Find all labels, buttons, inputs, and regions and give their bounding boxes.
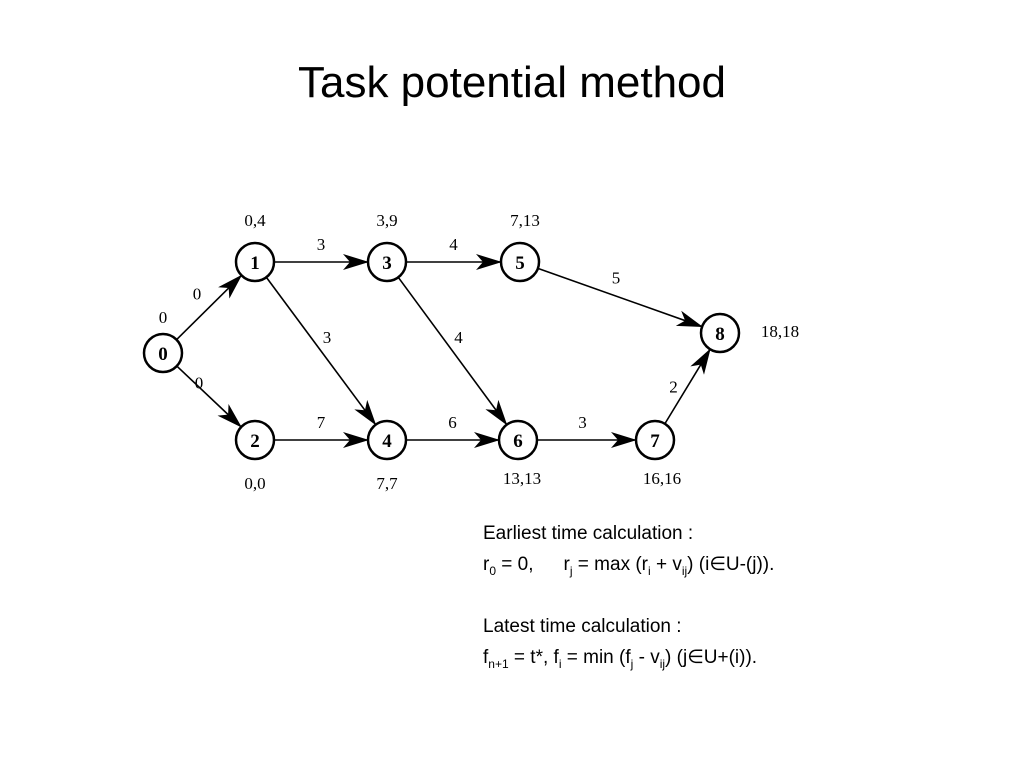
node-5: 57,13 [499,211,541,283]
latest-heading: Latest time calculation : [483,616,682,637]
edge-7-8: 2 [664,348,711,425]
edge-weight: 3 [317,235,326,254]
edge-1-4: 3 [265,276,377,426]
node-6: 613,13 [497,419,541,488]
node-circle [634,419,676,461]
edge-weight: 2 [669,378,678,397]
edge-arrow [397,276,508,426]
formula-sub: n+1 [488,656,509,671]
formula-sub: i [558,656,562,671]
node-circle [366,419,408,461]
formula-sub: 0 [489,563,497,578]
edge-weight: 3 [578,413,587,432]
formula-sub: j [630,656,634,671]
edge-1-3: 3 [274,235,369,270]
edge-0-1: 0 [175,274,243,341]
node-time-label: 3,9 [376,211,397,230]
edge-weight: 5 [612,269,621,288]
node-time-label: 0,0 [244,474,265,493]
node-time-label: 18,18 [761,322,799,341]
formula-part: + v [650,554,682,575]
edge-3-6: 4 [397,276,508,426]
formula-sub: j [569,563,573,578]
formula-part: ) (j∈U+(i)). [665,647,758,668]
edge-weight: 3 [323,328,332,347]
node-time-label: 13,13 [503,469,541,488]
node-2: 20,0 [234,419,276,493]
slide-title: Task potential method [297,58,727,107]
node-circle [699,312,741,354]
node-time-label: 7,13 [510,211,540,230]
formula-part: = 0, [496,554,534,575]
node-time-label: 0,4 [244,211,266,230]
node-7: 716,16 [634,419,681,488]
formula-part: r [483,554,490,575]
node-label: 8 [715,324,725,345]
node-time-label: 0 [159,308,168,327]
node-circle [366,241,408,283]
edge-arrow [176,365,242,428]
node-3: 33,9 [366,211,408,283]
node-label: 6 [513,431,523,452]
node-4: 47,7 [366,419,408,493]
node-time-label: 7,7 [376,474,398,493]
edge-weight: 7 [317,413,326,432]
earliest-heading: Earliest time calculation : [483,523,694,544]
edge-arrow [265,276,377,426]
latest-formula: fn+1 = t*, fi = min (fj - vij) (j∈U+(i))… [483,642,983,673]
edge-2-4: 7 [274,413,369,448]
edge-weight: 6 [448,413,457,432]
edge-arrow [175,274,243,341]
node-label: 7 [650,431,660,452]
edge-6-7: 3 [537,413,637,448]
edge-3-5: 4 [406,235,502,270]
node-1: 10,4 [234,211,276,283]
node-circle [234,241,276,283]
formula-part: f [483,647,489,668]
node-label: 3 [382,253,392,274]
formula-sub: i [648,563,651,578]
node-circle [497,419,539,461]
edge-arrow [664,348,711,425]
formula-part: = t*, f [508,647,559,668]
edge-weight: 4 [454,328,463,347]
node-0: 00 [142,308,184,374]
formula-sub: ij [681,563,688,578]
node-label: 4 [382,431,392,452]
node-label: 5 [515,253,525,274]
formula-sub: ij [659,656,666,671]
edge-arrow [537,267,704,328]
edge-0-2: 0 [176,365,242,428]
edge-weight: 0 [195,374,204,393]
formula-part: - v [633,647,660,668]
edge-4-6: 6 [406,413,500,448]
edge-5-8: 5 [537,267,704,328]
formula-part: r [563,554,570,575]
node-time-label: 16,16 [643,469,681,488]
node-label: 2 [250,431,260,452]
edge-weight: 4 [449,235,458,254]
formula-part: ) (i∈U-(j)). [687,554,775,575]
formulas-block: Earliest time calculation : r0 = 0,rj = … [483,518,983,673]
earliest-formula: r0 = 0,rj = max (ri + vij) (i∈U-(j)). [483,549,983,580]
node-circle [142,332,184,374]
node-label: 1 [250,253,260,274]
node-circle [234,419,276,461]
formula-part: = max (r [572,554,648,575]
edges-layer: 0 0 3 3 7 4 4 6 5 3 2 [175,235,711,448]
node-label: 0 [158,344,168,365]
formula-part: = min (f [561,647,631,668]
edge-weight: 0 [193,285,202,304]
node-circle [499,241,541,283]
